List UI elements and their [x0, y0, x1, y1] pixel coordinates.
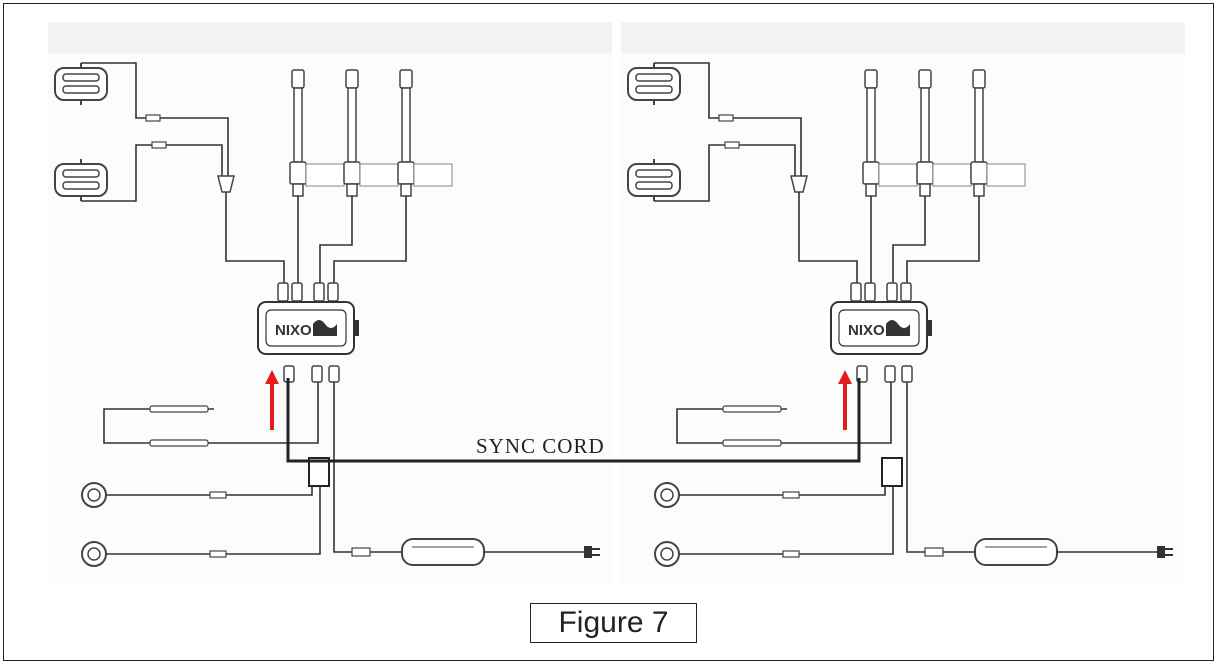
hub-logo: NIXO: [275, 322, 312, 339]
cable-splitter: [217, 175, 235, 193]
inline-connector: [209, 550, 227, 558]
hub-logo: NIXO: [848, 322, 885, 339]
hub-to-psu-cable: [906, 382, 975, 553]
tube-cable: [892, 196, 926, 283]
strip-light-cable: [103, 382, 319, 444]
strip-light-top: [722, 405, 782, 413]
splitter-to-hub-cable: [225, 192, 285, 283]
tube-label-box: [878, 163, 918, 187]
red-arrow-head: [838, 370, 852, 384]
button-cable-bottom: [679, 486, 894, 555]
hub-input-plug: [313, 282, 325, 302]
cable-splitter: [790, 175, 808, 193]
strip-light-bottom: [722, 439, 782, 447]
left-panel: NIXO: [48, 22, 612, 583]
panel-header-band: [48, 22, 612, 54]
hub-output-plug: [901, 365, 913, 383]
hub-input-plug: [277, 282, 289, 302]
speaker-pod-top: [627, 62, 681, 106]
hub-output-plug: [884, 365, 896, 383]
strip-light-top: [149, 405, 209, 413]
pod-cable-bottom: [81, 144, 223, 202]
button-cable-bottom: [106, 486, 321, 555]
inline-connector: [782, 550, 800, 558]
junction-box: [881, 457, 903, 487]
tube-label-box: [305, 163, 345, 187]
panel-header-band: [621, 22, 1185, 54]
tube-cable: [333, 196, 407, 283]
tube-cable: [319, 196, 353, 283]
strip-light-bottom: [149, 439, 209, 447]
inline-connector: [209, 491, 227, 499]
tube-label-box: [986, 163, 1026, 187]
tube-cable: [906, 196, 980, 283]
hub-output-plug: [311, 365, 323, 383]
junction-box: [308, 457, 330, 487]
inline-connector: [724, 141, 740, 149]
speaker-pod-bottom: [54, 158, 108, 202]
hub-input-plug: [327, 282, 339, 302]
button-bottom: [654, 541, 680, 567]
hub-output-plug: [328, 365, 340, 383]
hub-logo-mark: [886, 320, 910, 336]
sync-cord-label: SYNC CORD: [476, 434, 605, 458]
right-panel: NIXO: [621, 22, 1185, 583]
pod-cable-top: [81, 62, 229, 176]
hub-to-psu-cable: [333, 382, 402, 553]
button-top: [654, 482, 680, 508]
strip-light-cable: [676, 382, 892, 444]
pod-cable-top: [654, 62, 802, 176]
button-top: [81, 482, 107, 508]
button-cable-top: [679, 486, 886, 496]
power-adapter: [401, 538, 485, 566]
splitter-to-hub-cable: [798, 192, 858, 283]
hub-input-plug: [900, 282, 912, 302]
hub-input-plug: [886, 282, 898, 302]
inline-connector: [924, 547, 944, 557]
power-plug: [584, 546, 592, 558]
tube-label-box: [413, 163, 453, 187]
power-plug: [1157, 546, 1165, 558]
inline-connector: [718, 114, 734, 122]
inline-connector: [782, 491, 800, 499]
sync-cord: [286, 378, 861, 463]
power-adapter: [974, 538, 1058, 566]
hub-logo-mark: [313, 320, 337, 336]
hub-input-plug: [291, 282, 303, 302]
tube-label-box: [359, 163, 399, 187]
button-bottom: [81, 541, 107, 567]
red-arrow-head: [265, 370, 279, 384]
figure-frame: [3, 3, 1214, 661]
speaker-pod-top: [54, 62, 108, 106]
speaker-pod-bottom: [627, 158, 681, 202]
pod-cable-bottom: [654, 144, 796, 202]
hub-input-plug: [864, 282, 876, 302]
hub-input-plug: [850, 282, 862, 302]
tube-label-box: [932, 163, 972, 187]
inline-connector: [351, 547, 371, 557]
figure-caption: Figure 7: [530, 603, 697, 643]
button-cable-top: [106, 486, 313, 496]
inline-connector: [151, 141, 167, 149]
inline-connector: [145, 114, 161, 122]
